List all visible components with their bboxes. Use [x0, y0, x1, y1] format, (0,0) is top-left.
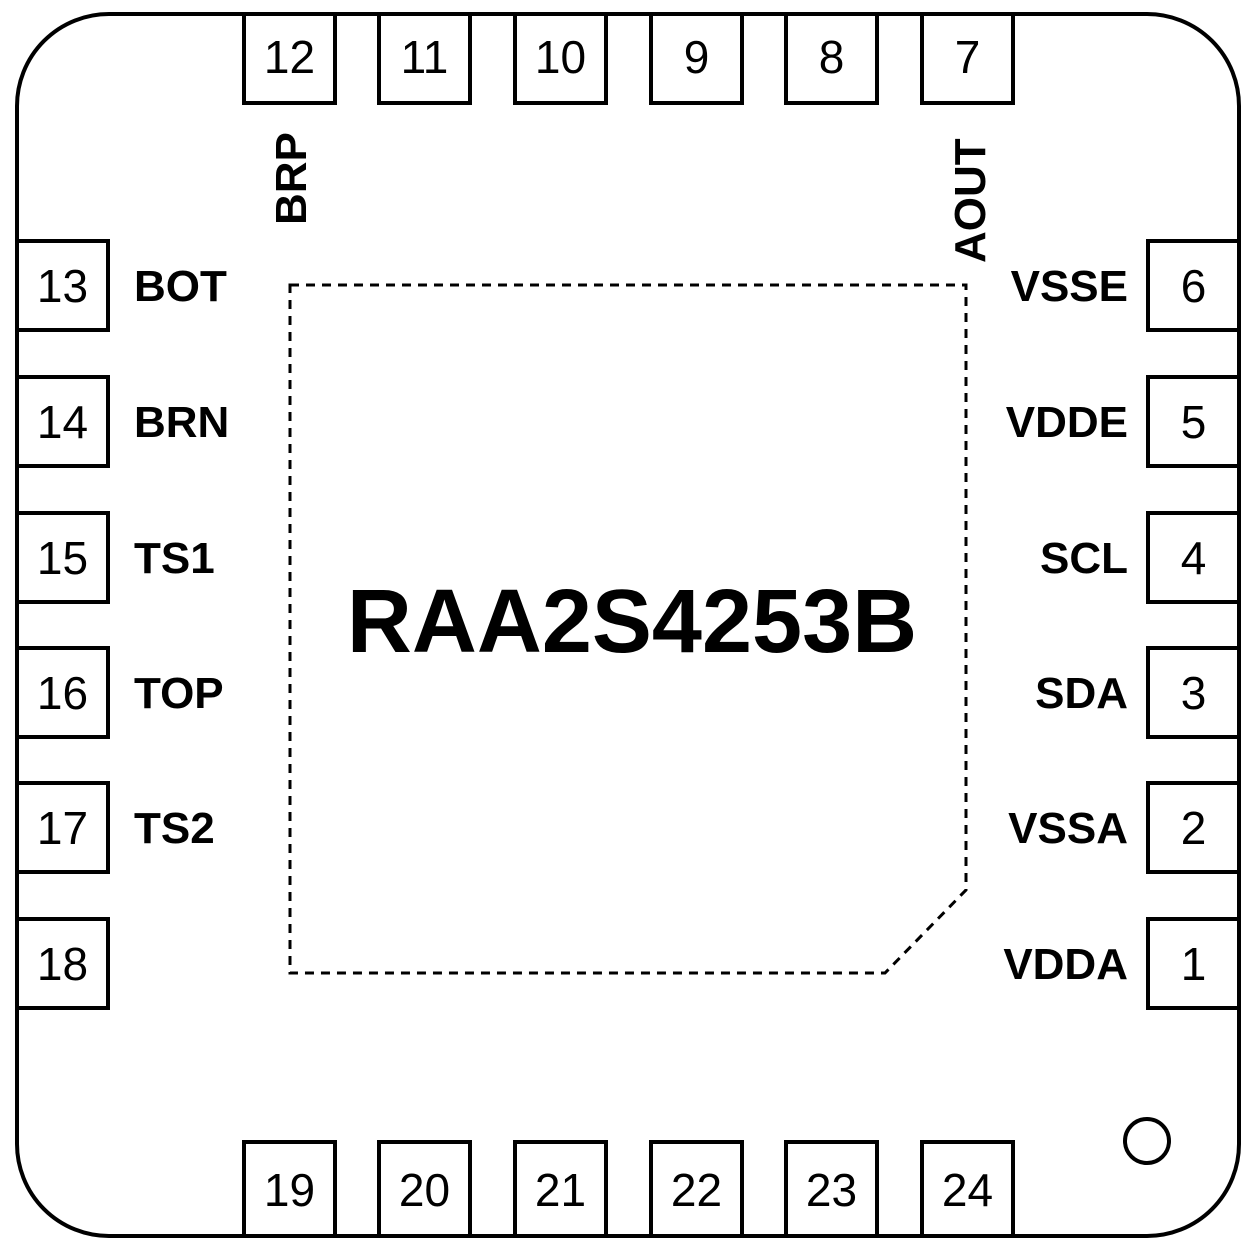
pin-1-name: VDDA [1003, 940, 1128, 989]
pin-4-pad [1146, 511, 1241, 604]
pin-17-name: TS2 [134, 804, 215, 853]
pin-14-name: BRN [134, 398, 229, 447]
pin-1-number: 1 [1181, 938, 1207, 990]
right-pin-row: 6 VSSE 5 VDDE 4 SCL 3 SDA 2 VSSA 1 VDDA [1003, 239, 1241, 1010]
pin-17-number: 17 [37, 802, 88, 854]
pin-10-number: 10 [535, 31, 586, 83]
pin-24-number: 24 [942, 1164, 993, 1216]
pin-13-name: BOT [134, 262, 227, 311]
pin-2-pad [1146, 781, 1241, 874]
pin1-indicator-circle [1123, 1117, 1171, 1165]
pin-22-pad [649, 1140, 744, 1238]
pin-8-pad [784, 12, 879, 105]
pin-14-pad [15, 375, 110, 468]
pin-24-pad [920, 1140, 1015, 1238]
pin-7-pad [920, 12, 1015, 105]
package-outline [15, 12, 1241, 1238]
pin-11-pad [377, 12, 472, 105]
pin-9-pad [649, 12, 744, 105]
pin-3-number: 3 [1181, 667, 1207, 719]
pin-9-number: 9 [684, 31, 710, 83]
pin-14-number: 14 [37, 396, 88, 448]
pin-5-number: 5 [1181, 396, 1207, 448]
bottom-pin-row: 19 20 21 22 23 24 [242, 1140, 1015, 1238]
pin-19-number: 19 [264, 1164, 315, 1216]
pin-20-number: 20 [399, 1164, 450, 1216]
pin-5-pad [1146, 375, 1241, 468]
pin-6-name: VSSE [1011, 262, 1128, 311]
pin-17-pad [15, 781, 110, 874]
pin-13-pad [15, 239, 110, 332]
pin-18-pad [15, 917, 110, 1010]
pin-4-name: SCL [1040, 534, 1128, 583]
pin-21-pad [513, 1140, 608, 1238]
pin-12-pad [242, 12, 337, 105]
pin-15-number: 15 [37, 532, 88, 584]
pin-10-pad [513, 12, 608, 105]
pin-21-number: 21 [535, 1164, 586, 1216]
pin-6-number: 6 [1181, 260, 1207, 312]
pin-16-number: 16 [37, 667, 88, 719]
pin-7-name: AOUT [946, 138, 995, 263]
top-pin-row: 12 11 10 9 8 7 [242, 12, 1015, 105]
chip-part-number: RAA2S4253B [347, 572, 917, 672]
pin-19-pad [242, 1140, 337, 1238]
pin-6-pad [1146, 239, 1241, 332]
exposed-pad-outline [288, 283, 968, 975]
pin-1-pad [1146, 917, 1241, 1010]
pin-3-name: SDA [1035, 669, 1128, 718]
pin-13-number: 13 [37, 260, 88, 312]
pin-3-pad [1146, 646, 1241, 739]
pin-23-number: 23 [806, 1164, 857, 1216]
pin-4-number: 4 [1181, 532, 1207, 584]
pin-7-number: 7 [955, 31, 981, 83]
pin-16-name: TOP [134, 669, 224, 718]
pin-22-number: 22 [671, 1164, 722, 1216]
pin-15-pad [15, 511, 110, 604]
pin-2-number: 2 [1181, 802, 1207, 854]
left-pin-row: 13 BOT 14 BRN 15 TS1 16 TOP 17 TS2 18 [15, 239, 229, 1010]
pin-20-pad [377, 1140, 472, 1238]
pin-16-pad [15, 646, 110, 739]
pin-15-name: TS1 [134, 534, 215, 583]
pin-12-name: BRP [267, 132, 316, 225]
pin-23-pad [784, 1140, 879, 1238]
pin-2-name: VSSA [1008, 804, 1128, 853]
pin-8-number: 8 [819, 31, 845, 83]
pin-11-number: 11 [401, 31, 449, 83]
pin-12-number: 12 [264, 31, 315, 83]
pin-5-name: VDDE [1006, 398, 1128, 447]
pin-18-number: 18 [37, 938, 88, 990]
